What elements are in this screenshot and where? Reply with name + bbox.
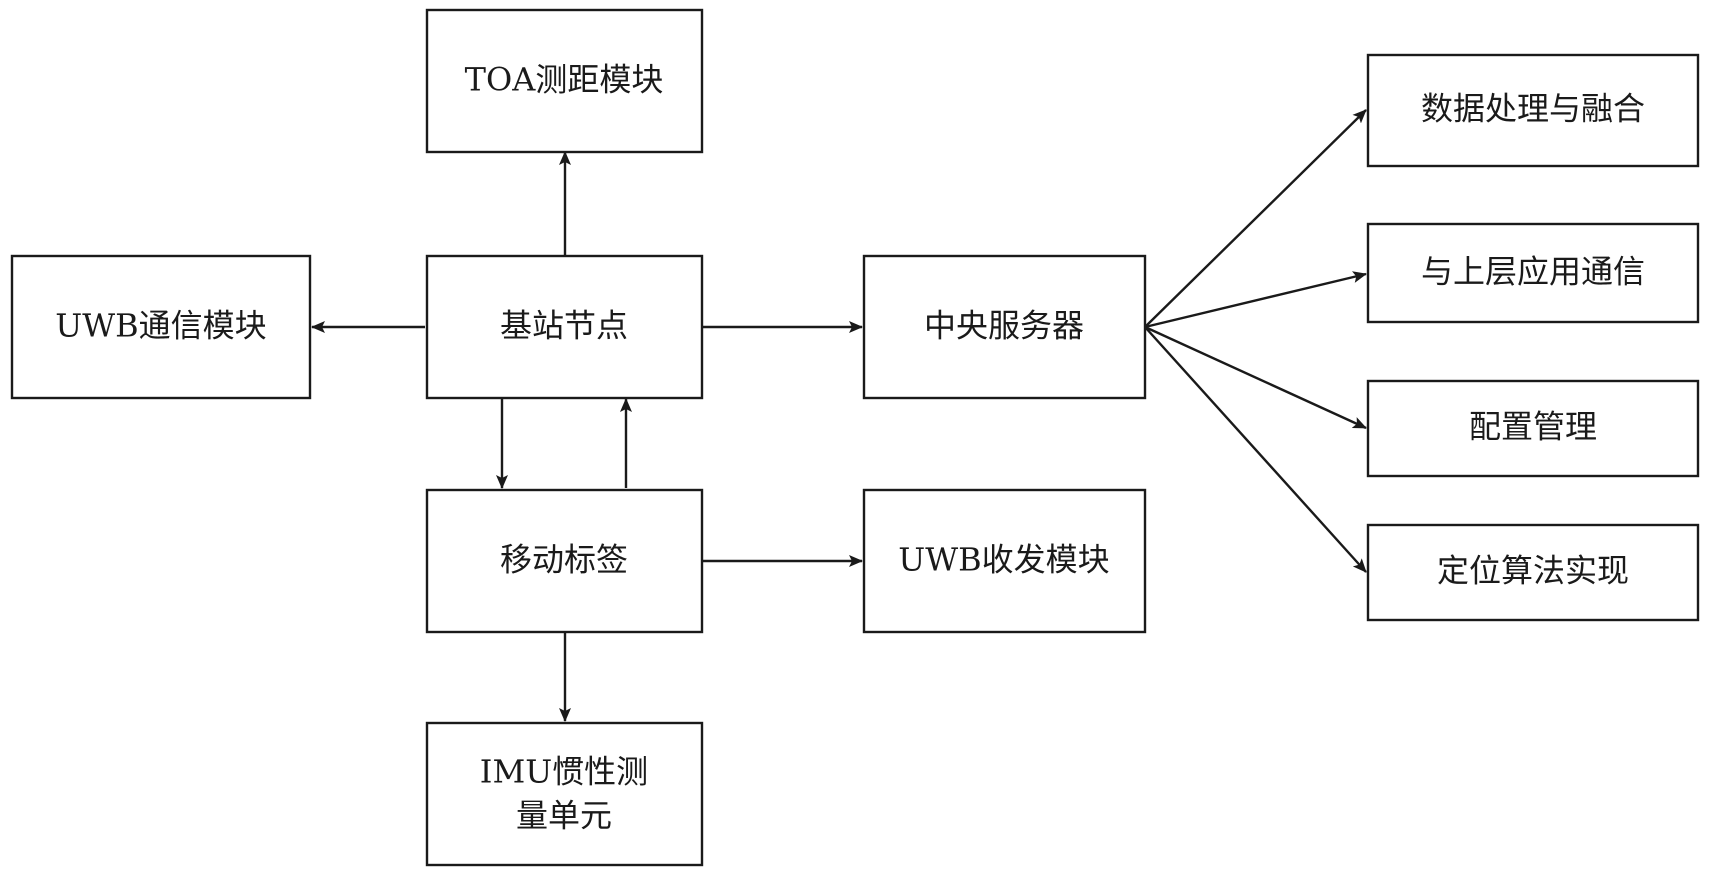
node-uwb-transceiver: UWB收发模块 xyxy=(862,488,1147,634)
node-label: 定位算法实现 xyxy=(1437,552,1629,590)
node-label: 与上层应用通信 xyxy=(1421,253,1645,291)
node-box xyxy=(10,254,312,400)
node-box xyxy=(425,8,704,154)
node-box xyxy=(425,488,704,634)
node-box xyxy=(1366,379,1700,478)
node-toa: TOA测距模块 xyxy=(425,8,704,154)
edge-central-server-to-algorithm xyxy=(1144,326,1367,573)
node-label: 中央服务器 xyxy=(924,307,1084,345)
edges xyxy=(311,109,1367,722)
edge-central-server-to-upper-comm xyxy=(1144,271,1367,329)
node-label: 配置管理 xyxy=(1469,408,1597,446)
node-label: UWB通信模块 xyxy=(55,307,266,345)
edge-central-server-to-data-fusion xyxy=(1144,109,1367,328)
node-box xyxy=(425,254,704,400)
node-imu: IMU惯性测 量单元 xyxy=(425,721,704,867)
node-label: 移动标签 xyxy=(500,541,628,579)
node-box xyxy=(1366,222,1700,324)
node-upper-comm: 与上层应用通信 xyxy=(1366,222,1700,324)
node-label: UWB收发模块 xyxy=(898,541,1109,579)
node-label-line1: IMU惯性测 xyxy=(480,753,648,791)
node-label: 基站节点 xyxy=(500,307,628,345)
node-central-server: 中央服务器 xyxy=(862,254,1147,400)
node-uwb-comm: UWB通信模块 xyxy=(10,254,312,400)
node-algorithm: 定位算法实现 xyxy=(1366,523,1700,622)
node-label-line2: 量单元 xyxy=(516,797,612,835)
node-config: 配置管理 xyxy=(1366,379,1700,478)
node-base-station: 基站节点 xyxy=(425,254,704,400)
node-mobile-tag: 移动标签 xyxy=(425,488,704,634)
edge-central-server-to-config xyxy=(1144,325,1367,430)
node-box xyxy=(1366,523,1700,622)
node-box xyxy=(425,721,704,867)
node-box xyxy=(862,254,1147,400)
node-label: 数据处理与融合 xyxy=(1421,90,1645,128)
node-label: TOA测距模块 xyxy=(465,61,664,99)
node-box xyxy=(1366,53,1700,168)
node-box xyxy=(862,488,1147,634)
node-data-fusion: 数据处理与融合 xyxy=(1366,53,1700,168)
